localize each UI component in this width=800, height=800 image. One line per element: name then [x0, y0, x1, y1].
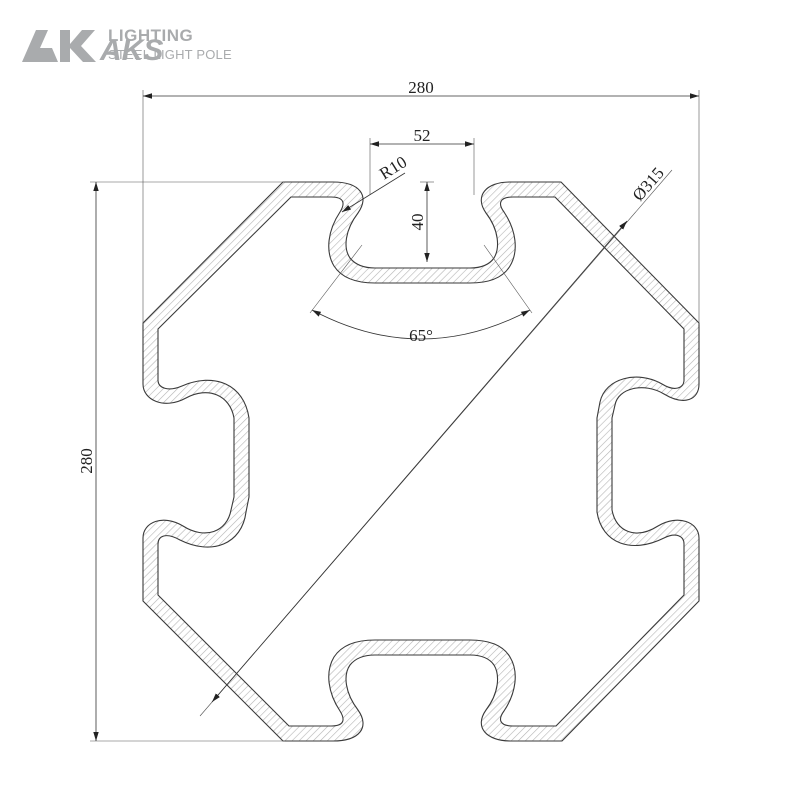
logo-mark-icon [22, 30, 96, 62]
fillet-radius-label: R10 [376, 152, 410, 183]
aks-logo: AKS LIGHTING STEEL LIGHT POLE [22, 26, 232, 67]
overall-height-label: 280 [77, 448, 96, 474]
logo-text: AKS [99, 34, 163, 67]
diameter-label: Ø315 [629, 164, 668, 205]
slot-width-label: 52 [414, 126, 431, 145]
brand-subtitle: STEEL LIGHT POLE [108, 47, 232, 62]
overall-width-label: 280 [408, 78, 434, 97]
dim-overall-height: 280 [77, 181, 285, 742]
dim-slot-width: 52 [369, 126, 475, 195]
angle-label: 65° [409, 326, 433, 345]
slot-depth-label: 40 [408, 214, 427, 231]
pole-profile [142, 181, 700, 742]
dim-overall-width: 280 [142, 78, 700, 325]
profile-section [142, 181, 700, 742]
brand-name: LIGHTING [108, 26, 193, 45]
dim-slot-depth: 40 [408, 181, 434, 262]
